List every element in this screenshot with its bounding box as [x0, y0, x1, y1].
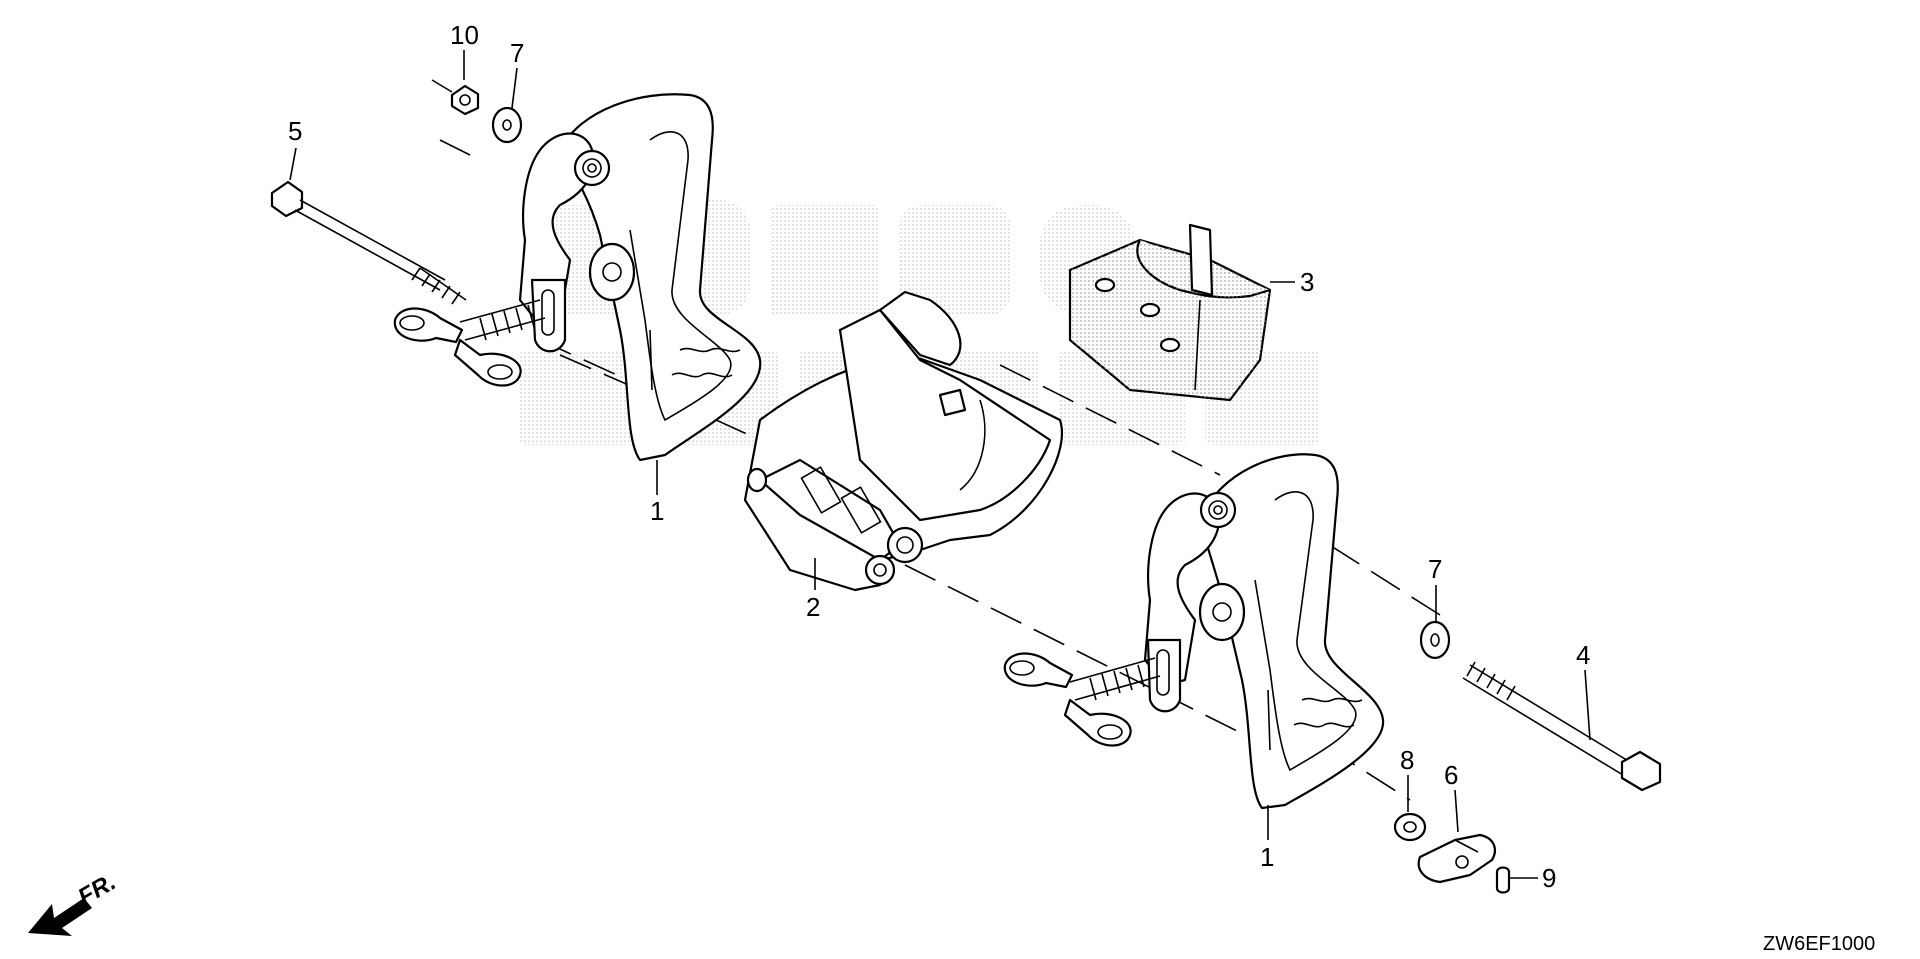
washer-part-7-right — [1419, 620, 1451, 660]
leader-lines — [289, 50, 1591, 879]
bolt-part-4 — [1462, 661, 1662, 792]
callout-labels: 10 7 5 3 1 2 7 4 8 6 1 9 — [288, 20, 1590, 893]
clamp-screw-right — [1003, 652, 1161, 747]
front-direction-arrow-icon: FR. — [28, 868, 120, 936]
clamp-bracket-part-1-left — [518, 93, 762, 462]
callout-4: 4 — [1576, 640, 1590, 670]
callout-7-right: 7 — [1428, 554, 1442, 584]
callout-3: 3 — [1300, 267, 1314, 297]
callout-7-top: 7 — [510, 38, 524, 68]
clamp-screw-left — [393, 299, 546, 387]
callout-10: 10 — [450, 20, 479, 50]
callout-6: 6 — [1444, 760, 1458, 790]
washer-part-7-top — [491, 106, 523, 144]
wing-nut-part-6 — [1417, 833, 1496, 884]
nut-part-10 — [431, 79, 480, 116]
callout-8: 8 — [1400, 745, 1414, 775]
callout-9: 9 — [1542, 863, 1556, 893]
swivel-bracket-part-2 — [743, 290, 1063, 592]
block-part-3 — [1068, 223, 1272, 402]
diagram-code: ZW6EF1000 — [1763, 933, 1875, 955]
callout-2: 2 — [806, 592, 820, 622]
callout-1-right: 1 — [1260, 842, 1274, 872]
pin-part-9 — [1495, 866, 1511, 894]
clamp-bracket-part-1-right — [1143, 453, 1385, 810]
bolt-part-5 — [270, 180, 467, 305]
callout-1-left: 1 — [650, 496, 664, 526]
callout-5: 5 — [288, 116, 302, 146]
nut-part-8 — [1393, 812, 1427, 842]
